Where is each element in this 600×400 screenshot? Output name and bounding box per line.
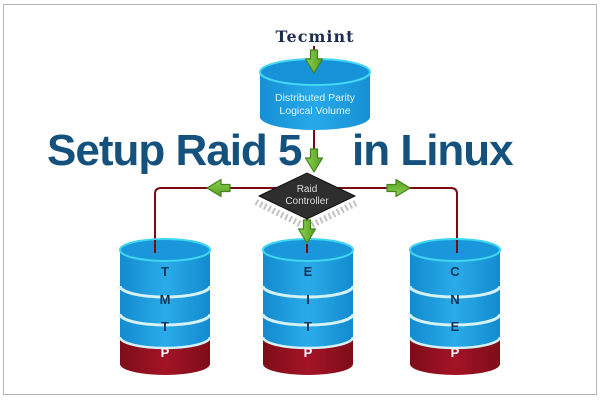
connector-line: [307, 187, 458, 250]
page-title-part1: Setup Raid 5: [47, 126, 302, 175]
disk-letter: I: [306, 292, 310, 307]
parity-band: [120, 337, 210, 375]
disk-letter: P: [451, 345, 460, 360]
arrow-right-icon: [386, 178, 411, 198]
controller-label-line2: Controller: [285, 196, 329, 207]
chip-pins-left: [254, 199, 304, 228]
disk-3: C N E P: [408, 238, 502, 375]
disk-letter: P: [161, 345, 170, 360]
disk-letter: C: [450, 264, 460, 279]
disk-top: [119, 238, 211, 262]
parity-band: [410, 337, 500, 375]
disk-separator: [408, 313, 502, 327]
disk-separator: [118, 313, 212, 327]
disk-letter: M: [160, 292, 171, 307]
disk-separator: [261, 336, 355, 350]
connector-line-tips: [154, 240, 458, 253]
disk-letter: E: [304, 264, 313, 279]
tecmint-logo: Tecmint: [275, 27, 355, 46]
disk-letter: T: [304, 319, 312, 334]
disk-separator: [261, 285, 355, 299]
parity-band: [263, 337, 353, 375]
disk-separator: [118, 336, 212, 350]
volume-label-line1: Distributed Parity: [275, 92, 356, 104]
disk-letter: N: [450, 292, 459, 307]
disk-letter: T: [161, 319, 169, 334]
disk-letter: E: [451, 319, 460, 334]
disk-separator: [408, 285, 502, 299]
disk-separator: [261, 313, 355, 327]
chip-pins-right: [310, 199, 360, 228]
disk-separator: [118, 285, 212, 299]
volume-label-line2: Logical Volume: [279, 105, 350, 117]
volume-body: [260, 72, 370, 130]
arrow-down-icon: [304, 148, 324, 173]
raid-controller-chip: Raid Controller: [254, 172, 360, 228]
connector-line: [154, 187, 307, 250]
disk-1: T M T P: [118, 238, 212, 375]
controller-label-line1: Raid: [297, 184, 318, 195]
page-title-part2: in Linux: [352, 126, 514, 175]
disk-2: E I T P: [261, 238, 355, 375]
border-frame: [3, 4, 597, 395]
arrow-left-icon: [206, 178, 231, 198]
disk-top: [409, 238, 501, 262]
chip-body: [257, 172, 357, 220]
disk-letter: P: [304, 345, 313, 360]
disk-letter: T: [161, 264, 169, 279]
disk-separator: [408, 336, 502, 350]
